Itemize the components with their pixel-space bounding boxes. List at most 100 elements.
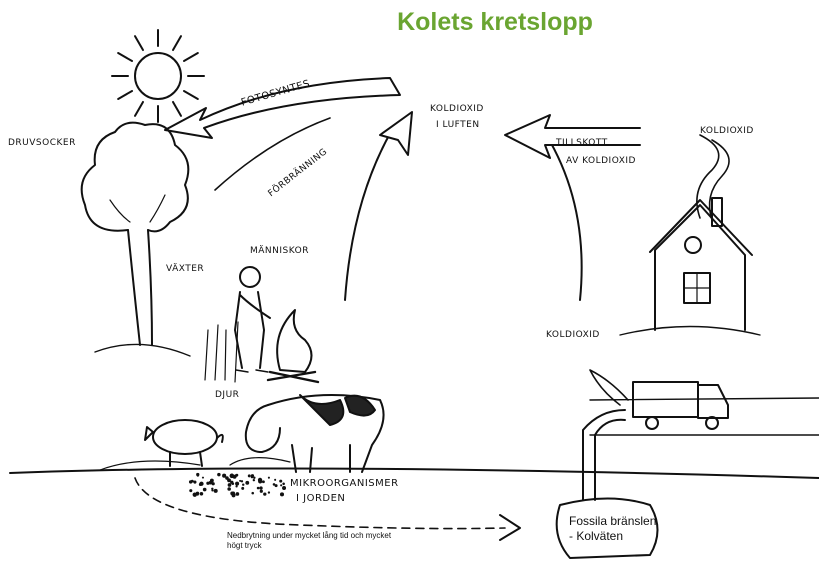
label-vaxter: VÄXTER [166, 264, 205, 274]
oil-pipe [583, 410, 625, 500]
fossil-fuel-reservoir [557, 499, 658, 559]
microorganism-dot [241, 486, 245, 490]
microorganism-dot [196, 493, 199, 496]
sun-ray [184, 53, 198, 61]
sun-ray [118, 53, 132, 61]
forbranning-arc [215, 118, 330, 190]
microorganism-dot [251, 491, 255, 495]
microorganism-dot [193, 480, 197, 484]
person [235, 267, 270, 372]
house [620, 198, 760, 335]
microorganism-dot [235, 481, 240, 486]
microorganism-dot [263, 492, 267, 496]
microorganism-dot [250, 475, 254, 479]
sun-ray [135, 102, 143, 116]
microorganism-dot [239, 479, 242, 482]
microorganism-dot [199, 491, 204, 496]
arrow-head-left [380, 112, 412, 155]
arrow-to-air-left [345, 130, 392, 300]
microorganism-dot [259, 489, 263, 493]
microorganism-dot [272, 483, 276, 486]
microorganism-dot [213, 488, 218, 493]
page-title: Kolets kretslopp [397, 8, 593, 36]
wheat [205, 322, 238, 382]
microorganism-dot [240, 480, 244, 483]
label-nedbrytning-line-1: Nedbrytning under mycket lång tid och my… [227, 531, 392, 540]
label-koldioxid-house: KOLDIOXID [700, 126, 754, 136]
microorganism-dot [279, 492, 285, 497]
sun [112, 30, 204, 122]
microorganism-dot [261, 480, 265, 484]
label-nedbrytning-line-2: högt tryck [227, 541, 262, 550]
microorganism-dot [222, 473, 227, 478]
microorganism-dot [196, 474, 200, 477]
fire [268, 310, 318, 382]
label-tillskott-2: AV KOLDIOXID [566, 156, 636, 166]
fotosyntes-arrow [165, 78, 400, 138]
microorganism-dot [211, 489, 214, 492]
microorganism-dot [229, 473, 234, 478]
microorganism-dot [274, 478, 277, 481]
sun-ray [184, 91, 198, 99]
microorganism-dot [202, 487, 207, 492]
label-fossila-branslen: Fossila bränslen - Kolväten [569, 514, 656, 544]
label-fossila-line-2: - Kolväten [569, 529, 624, 543]
tree [82, 123, 190, 356]
microorganism-dot [209, 478, 214, 483]
microorganism-dot [234, 473, 238, 477]
microorganism-dot [267, 476, 270, 479]
sun-ray [173, 36, 181, 50]
truck [633, 382, 728, 429]
label-mikroorganismer-1: MIKROORGANISMER [290, 478, 399, 489]
microorganism-dot [242, 483, 245, 486]
microorganism-dot [280, 484, 283, 487]
microorganism-dot [188, 480, 193, 484]
label-mikroorganismer-2: I JORDEN [296, 493, 346, 504]
grass [100, 458, 290, 470]
pig [145, 420, 223, 466]
microorganism-dot [235, 485, 238, 488]
ground-line [10, 469, 819, 478]
label-nedbrytning: Nedbrytning under mycket lång tid och my… [227, 531, 391, 551]
microorganism-dot [279, 479, 283, 483]
sun-ray [118, 91, 132, 99]
microorganism-dot [211, 482, 215, 486]
microorganism-dot [235, 492, 240, 496]
label-manniskor: MÄNNISKOR [250, 246, 310, 256]
label-koldioxid-luften-1: KOLDIOXID [430, 104, 484, 114]
nedbrytning-arrow-head [500, 515, 520, 540]
microorganism-dot [267, 491, 271, 494]
microorganism-dot [230, 491, 235, 496]
sun-ray [135, 36, 143, 50]
microorganism-dot [192, 492, 197, 497]
label-djur: DJUR [215, 390, 240, 400]
label-druvsocker: DRUVSOCKER [8, 138, 76, 148]
nedbrytning-arrow [135, 478, 505, 529]
sun-ray [173, 102, 181, 116]
truck-exhaust [590, 370, 628, 405]
microorganism-dot [198, 483, 202, 487]
microorganism-dot [201, 476, 204, 479]
microorganism-dot [247, 474, 251, 478]
label-fossila-line-1: Fossila bränslen [569, 514, 657, 528]
cow [246, 395, 384, 472]
microorganism-dot [282, 482, 285, 486]
microorganism-dot [245, 480, 250, 485]
microorganism-dot [252, 478, 256, 482]
road [590, 398, 819, 435]
microorganism-dot [253, 476, 256, 479]
microorganism-dot [217, 472, 221, 477]
label-koldioxid-truck: KOLDIOXID [546, 330, 600, 340]
microorganism-dot [282, 487, 286, 490]
microorganism-dot [258, 479, 263, 484]
label-tillskott-1: TILLSKOTT [556, 138, 608, 148]
microorganism-dot [225, 476, 229, 480]
microorganism-dot [274, 484, 278, 488]
microorganism-dot [259, 486, 263, 490]
microorganism-dot [227, 483, 232, 487]
microorganism-dot [189, 489, 193, 493]
microorganism-dots [188, 472, 287, 498]
microorganism-dot [256, 486, 260, 490]
microorganism-dot [227, 487, 231, 491]
